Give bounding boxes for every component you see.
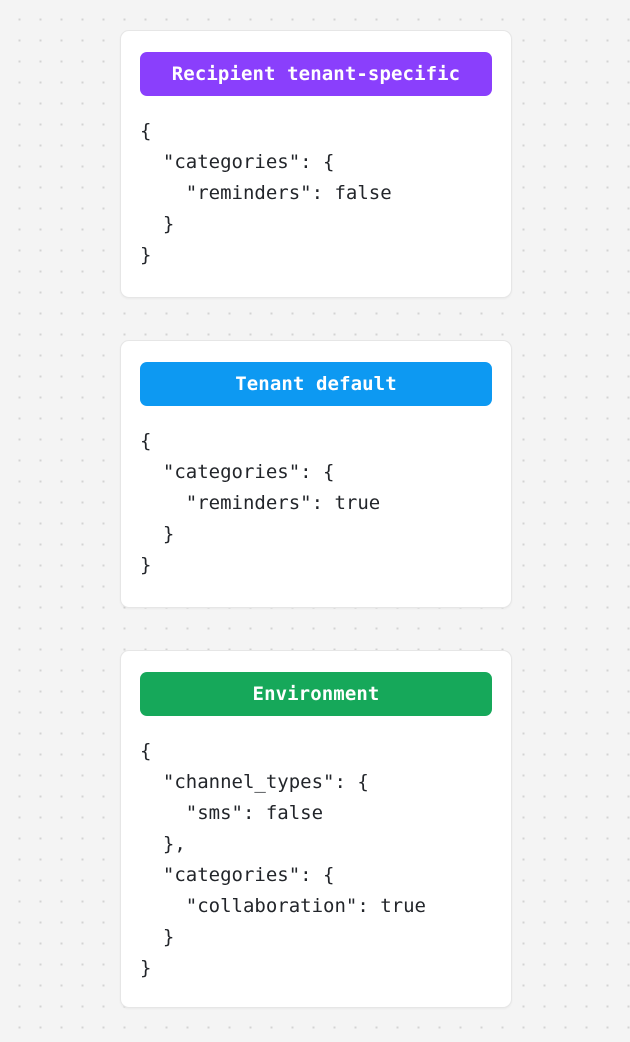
preference-card-recipient-tenant-specific: Recipient tenant-specific { "categories"…	[120, 30, 512, 298]
json-preferences-block-recipient-tenant-specific: { "categories": { "reminders": false } }	[140, 120, 392, 266]
preference-card-environment: Environment { "channel_types": { "sms": …	[120, 650, 512, 1008]
layer-badge-environment: Environment	[140, 672, 492, 716]
layer-badge-recipient-tenant-specific: Recipient tenant-specific	[140, 52, 492, 96]
preference-card-tenant-default: Tenant default { "categories": { "remind…	[120, 340, 512, 608]
json-preferences-block-environment: { "channel_types": { "sms": false }, "ca…	[140, 740, 426, 979]
layer-badge-tenant-default: Tenant default	[140, 362, 492, 406]
json-preferences-block-tenant-default: { "categories": { "reminders": true } }	[140, 430, 381, 576]
